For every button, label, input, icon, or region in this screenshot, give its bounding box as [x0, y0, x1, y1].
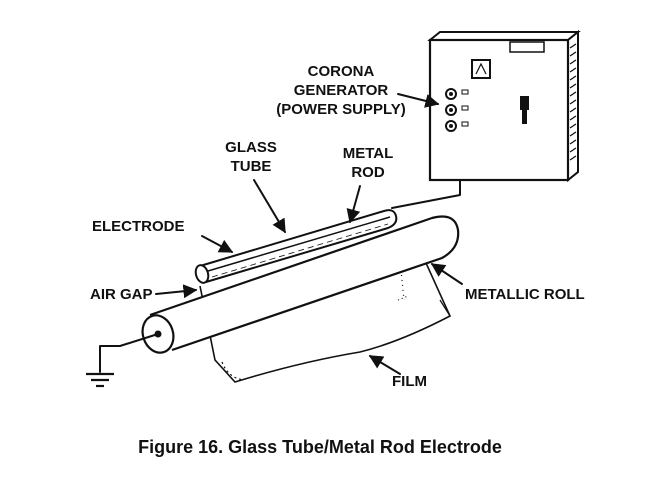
- metal-rod: [207, 216, 391, 272]
- svg-text:(POWER SUPPLY): (POWER SUPPLY): [276, 101, 405, 118]
- label-corona-generator: CORONA GENERATOR (POWER SUPPLY): [276, 63, 405, 118]
- label-electrode: ELECTRODE: [92, 218, 185, 235]
- metallic-roll: [141, 215, 460, 354]
- corona-generator-box: [427, 29, 581, 183]
- label-metallic-roll: METALLIC ROLL: [465, 286, 585, 303]
- leader-arrows: [155, 93, 463, 375]
- svg-text:ROD: ROD: [351, 164, 385, 181]
- label-film: FILM: [392, 373, 427, 390]
- ground-connection: [86, 333, 159, 388]
- svg-text:GENERATOR: GENERATOR: [294, 82, 389, 99]
- vent-slots: [569, 43, 577, 161]
- nameplate: [509, 41, 545, 53]
- figure-caption: Figure 16. Glass Tube/Metal Rod Electrod…: [138, 437, 502, 457]
- svg-text:TUBE: TUBE: [231, 158, 272, 175]
- power-cable: [391, 179, 461, 209]
- label-air-gap: AIR GAP: [90, 286, 153, 303]
- label-metal-rod: METAL ROD: [343, 145, 394, 181]
- door-handle: [520, 96, 529, 124]
- electrode-tube: [194, 209, 398, 284]
- svg-text:CORONA: CORONA: [308, 63, 375, 80]
- svg-text:METAL: METAL: [343, 145, 394, 162]
- control-knobs: [445, 88, 469, 132]
- svg-text:GLASS: GLASS: [225, 139, 277, 156]
- label-glass-tube: GLASS TUBE: [225, 139, 277, 175]
